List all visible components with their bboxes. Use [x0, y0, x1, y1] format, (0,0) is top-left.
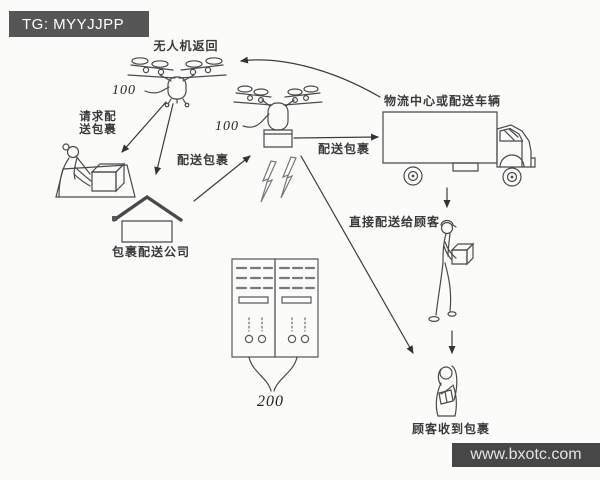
customer-at-desk-icon: [56, 144, 135, 197]
arrow-drone-to-requester: [121, 102, 166, 153]
drone-returning-icon: [128, 58, 226, 107]
label-drone-return: 无人机返回: [153, 39, 219, 53]
drone-carrying-package-icon: [234, 86, 322, 147]
label-deliver-package-left: 配送包裹: [177, 153, 230, 167]
customer-with-package-icon: [436, 366, 456, 416]
ref-number-drone-returning: 100: [112, 83, 136, 98]
house-icon: [112, 197, 181, 242]
arrow-drone-to-customer: [301, 156, 413, 354]
courier-with-package-icon: [429, 221, 473, 322]
wireless-signal-icon: [261, 157, 296, 202]
arrow-company-to-drone: [194, 155, 251, 201]
parcel-locker-icon: [232, 259, 318, 391]
label-request-delivery: 请求配送包裹: [79, 111, 117, 136]
telegram-badge: TG: MYYJJPP: [9, 11, 149, 37]
arrow-truck-to-drone-return: [240, 56, 380, 97]
arrow-drone-to-company: [154, 104, 173, 175]
label-direct-to-customer: 直接配送给顾客: [349, 215, 441, 229]
ref-number-locker: 200: [257, 393, 284, 410]
label-deliver-package-right: 配送包裹: [318, 142, 371, 156]
delivery-truck-icon: [383, 112, 535, 186]
label-customer-received: 顾客收到包裹: [412, 422, 491, 436]
ref-number-drone-carrying: 100: [215, 119, 239, 134]
label-delivery-company: 包裹配送公司: [112, 245, 191, 259]
label-logistics-center: 物流中心或配送车辆: [384, 94, 502, 108]
arrow-drone-to-truck: [294, 133, 379, 141]
website-watermark: www.bxotc.com: [452, 443, 600, 467]
